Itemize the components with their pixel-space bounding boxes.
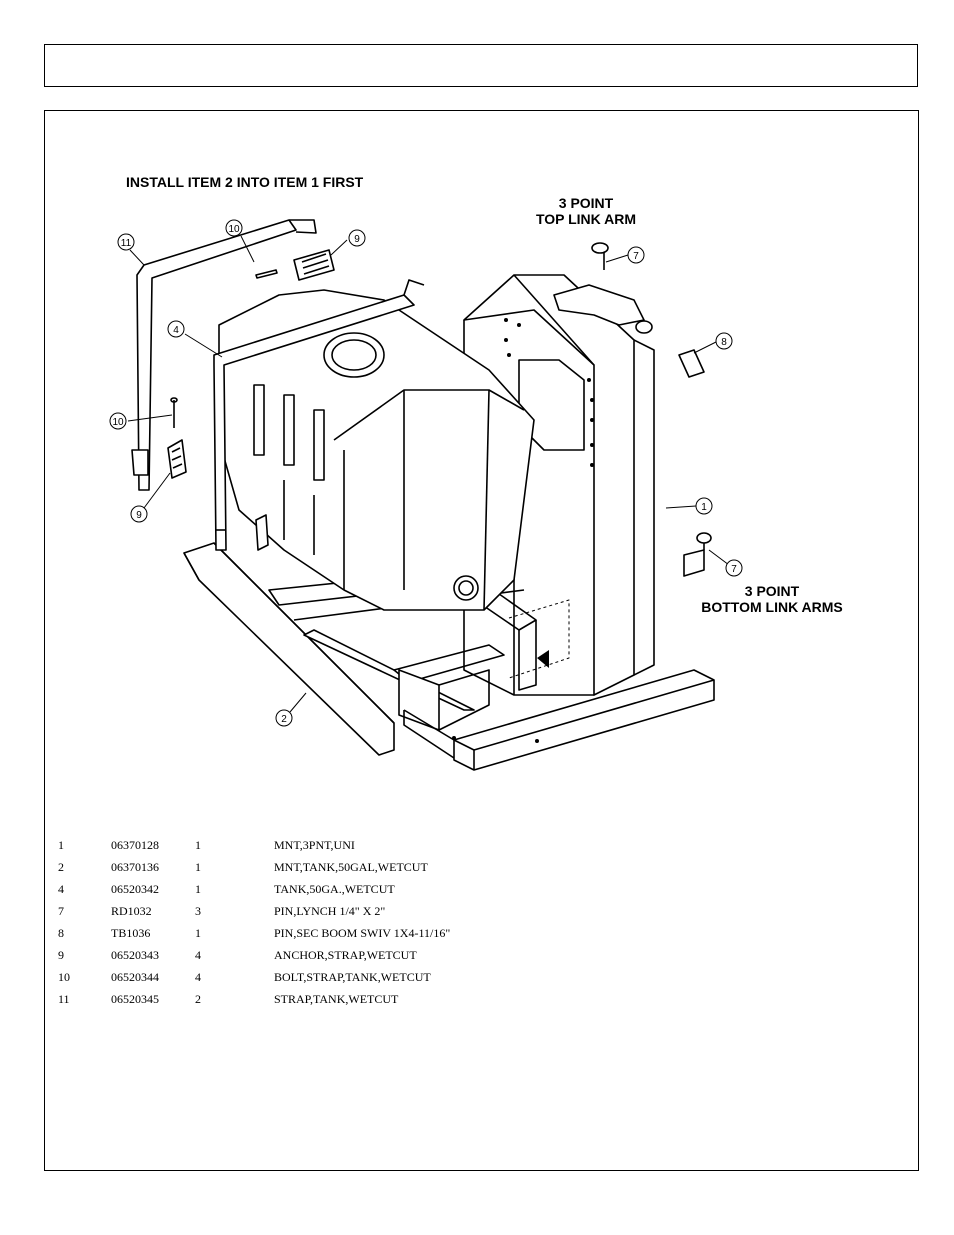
part-number: 06370136 xyxy=(111,860,159,874)
item-number: 10 xyxy=(58,970,70,984)
item-number: 11 xyxy=(58,992,70,1006)
item-number: 9 xyxy=(58,948,64,962)
quantity: 1 xyxy=(195,838,201,852)
quantity: 1 xyxy=(195,860,201,874)
part-number: TB1036 xyxy=(111,926,151,940)
description: PIN,LYNCH 1/4" X 2" xyxy=(274,904,386,918)
quantity: 1 xyxy=(195,882,201,896)
description: TANK,50GA.,WETCUT xyxy=(274,882,395,896)
parts-row: 7 RD1032 3 PIN,LYNCH 1/4" X 2" xyxy=(58,904,658,926)
svg-text:9: 9 xyxy=(354,234,360,245)
svg-text:9: 9 xyxy=(136,510,142,521)
description: ANCHOR,STRAP,WETCUT xyxy=(274,948,417,962)
quantity: 4 xyxy=(195,970,201,984)
parts-row: 11 06520345 2 STRAP,TANK,WETCUT xyxy=(58,992,658,1014)
quantity: 1 xyxy=(195,926,201,940)
description: PIN,SEC BOOM SWIV 1X4-11/16" xyxy=(274,926,451,940)
svg-text:10: 10 xyxy=(228,224,240,235)
svg-text:7: 7 xyxy=(633,251,639,262)
parts-row: 4 06520342 1 TANK,50GA.,WETCUT xyxy=(58,882,658,904)
parts-list: 1 06370128 1 MNT,3PNT,UNI 2 06370136 1 M… xyxy=(58,838,658,1014)
top-link-bracket xyxy=(553,284,645,326)
header-box xyxy=(44,44,918,87)
part-number: 06520342 xyxy=(111,882,159,896)
callout-8 xyxy=(715,332,733,350)
part-number: 06370128 xyxy=(111,838,159,852)
part-number: RD1032 xyxy=(111,904,152,918)
part-number: 06520345 xyxy=(111,992,159,1006)
mount-base-beam xyxy=(453,669,715,771)
description: BOLT,STRAP,TANK,WETCUT xyxy=(274,970,431,984)
svg-text:1: 1 xyxy=(701,502,707,513)
callout-7-bottom xyxy=(725,559,743,577)
callout-2 xyxy=(275,709,293,727)
parts-row: 2 06370136 1 MNT,TANK,50GAL,WETCUT xyxy=(58,860,658,882)
content-frame xyxy=(44,110,919,1171)
callout-1 xyxy=(695,497,713,515)
callout-9-top xyxy=(348,229,366,247)
quantity: 3 xyxy=(195,904,201,918)
tank-strap xyxy=(136,219,297,491)
description: MNT,TANK,50GAL,WETCUT xyxy=(274,860,428,874)
top-link-label-line2: TOP LINK ARM xyxy=(536,211,636,227)
svg-text:7: 7 xyxy=(731,564,737,575)
svg-text:4: 4 xyxy=(173,325,179,336)
callout-11 xyxy=(117,233,135,251)
install-instruction: INSTALL ITEM 2 INTO ITEM 1 FIRST xyxy=(126,174,364,190)
callout-4 xyxy=(167,320,185,338)
top-link-label-line1: 3 POINT xyxy=(559,195,614,211)
strap-bolt xyxy=(255,269,278,279)
tank-drain xyxy=(453,575,479,601)
callout-10-side xyxy=(109,412,127,430)
svg-text:11: 11 xyxy=(121,238,132,249)
item-number: 7 xyxy=(58,904,64,918)
part-number: 06520343 xyxy=(111,948,159,962)
pin-item-8 xyxy=(678,349,705,378)
svg-text:8: 8 xyxy=(721,337,727,348)
bottom-link-label-line2: BOTTOM LINK ARMS xyxy=(701,599,843,615)
description: MNT,3PNT,UNI xyxy=(274,838,355,852)
parts-row: 10 06520344 4 BOLT,STRAP,TANK,WETCUT xyxy=(58,970,658,992)
parts-row: 8 TB1036 1 PIN,SEC BOOM SWIV 1X4-11/16" xyxy=(58,926,658,948)
item-number: 4 xyxy=(58,882,64,896)
quantity: 2 xyxy=(195,992,201,1006)
tank-body xyxy=(218,289,535,611)
callout-7-top xyxy=(627,246,645,264)
item-number: 1 xyxy=(58,838,64,852)
exploded-assembly-diagram: 11 10 9 4 7 8 10 9 1 7 2 INSTALL ITEM 2 … xyxy=(109,174,843,771)
parts-row: 1 06370128 1 MNT,3PNT,UNI xyxy=(58,838,658,860)
callout-9-side xyxy=(130,505,148,523)
svg-text:2: 2 xyxy=(281,714,287,725)
item-number: 8 xyxy=(58,926,64,940)
callout-10-top xyxy=(225,219,243,237)
svg-text:10: 10 xyxy=(112,417,124,428)
bottom-link-pin xyxy=(683,549,705,577)
bottom-link-label-line1: 3 POINT xyxy=(745,583,800,599)
part-number: 06520344 xyxy=(111,970,159,984)
parts-row: 9 06520343 4 ANCHOR,STRAP,WETCUT xyxy=(58,948,658,970)
description: STRAP,TANK,WETCUT xyxy=(274,992,399,1006)
quantity: 4 xyxy=(195,948,201,962)
item-number: 2 xyxy=(58,860,64,874)
